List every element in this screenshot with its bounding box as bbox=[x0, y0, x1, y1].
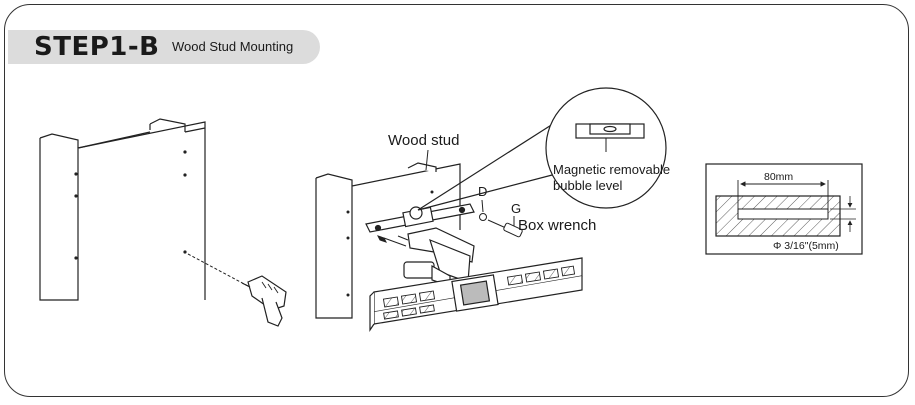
drill-icon bbox=[241, 275, 287, 327]
pilot-holes-left bbox=[74, 150, 187, 260]
lag-bolt-g bbox=[487, 216, 523, 238]
articulating-arm bbox=[397, 227, 475, 287]
step-header bbox=[8, 30, 320, 64]
part-g-label: G bbox=[511, 201, 521, 216]
instruction-frame bbox=[4, 4, 909, 397]
washer-d bbox=[479, 199, 487, 221]
depth-label: 80mm bbox=[764, 171, 793, 183]
wall-panel-left bbox=[39, 118, 206, 301]
level-label-line1: Magnetic removable bbox=[553, 162, 670, 177]
wall-plate bbox=[365, 203, 475, 233]
tv-bracket bbox=[369, 257, 583, 332]
wall-panel-middle bbox=[315, 162, 461, 319]
pilot-holes-middle bbox=[346, 190, 434, 297]
drill-depth-detail bbox=[705, 163, 863, 255]
lag-bolts bbox=[377, 235, 407, 247]
step-subtitle: Wood Stud Mounting bbox=[172, 39, 294, 54]
step-title: STEP1-B bbox=[34, 32, 160, 62]
wood-stud-label: Wood stud bbox=[388, 132, 459, 149]
box-wrench-label: Box wrench bbox=[518, 217, 596, 234]
part-d-label: D bbox=[478, 184, 487, 199]
bracket-slots bbox=[382, 265, 576, 320]
bubble-level-callout bbox=[417, 87, 667, 211]
wood-stud-leader bbox=[425, 149, 429, 171]
level-label-line2: bubble level bbox=[553, 178, 622, 193]
drill-guide-line bbox=[187, 253, 249, 287]
diameter-label: Φ 3/16"(5mm) bbox=[773, 240, 839, 252]
